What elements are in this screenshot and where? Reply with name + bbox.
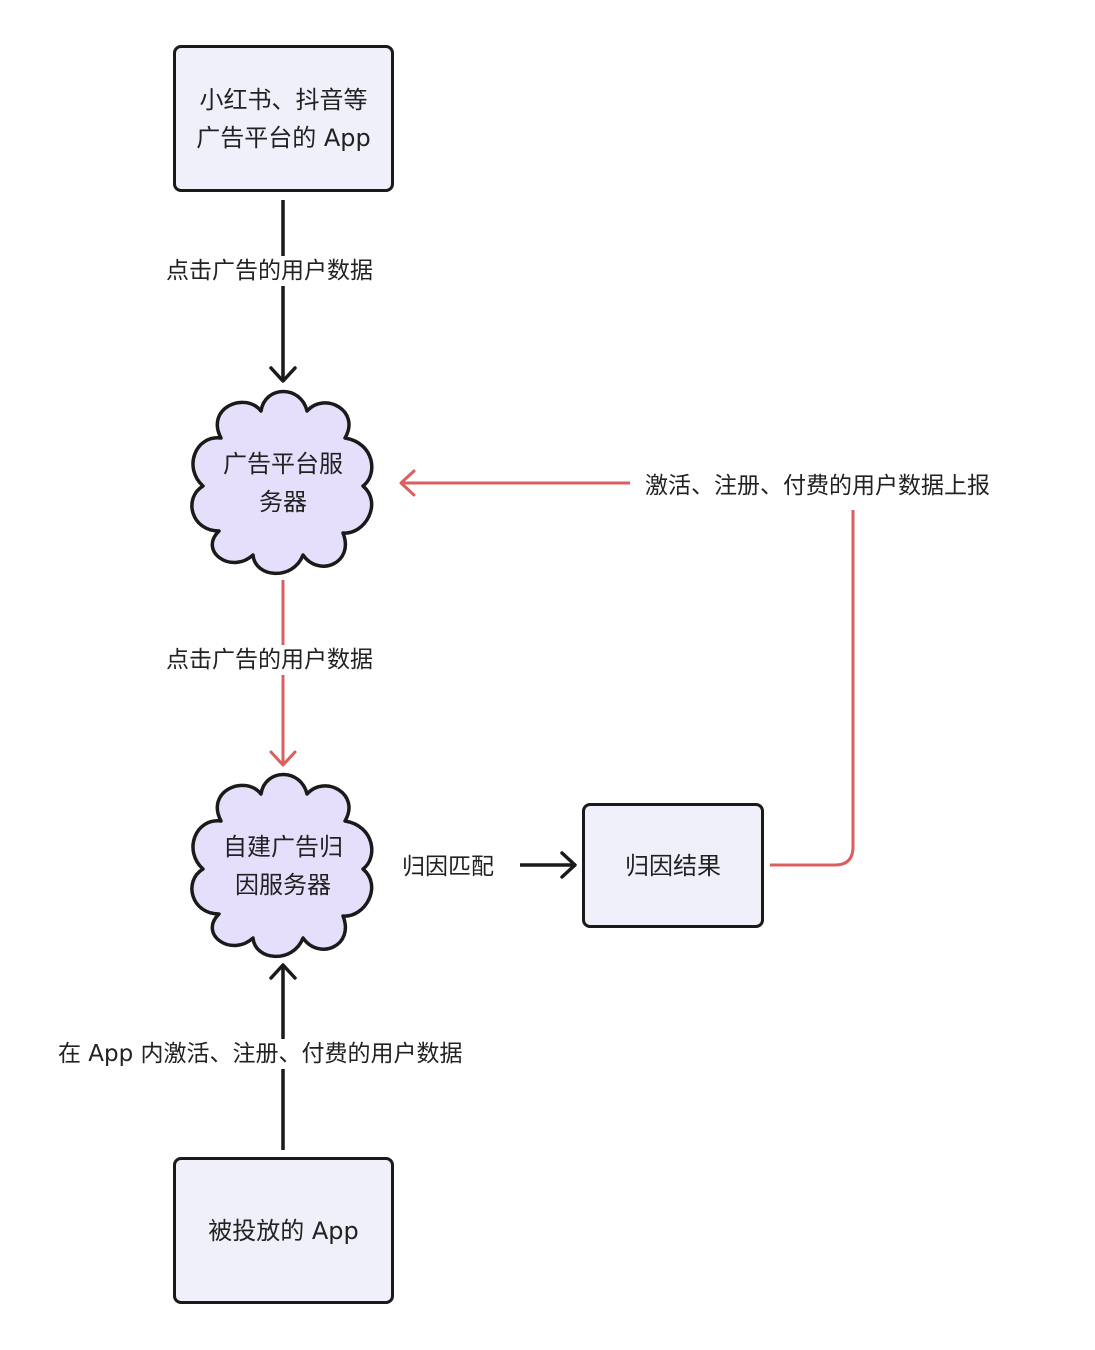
node-attribution-server-line2: 因服务器: [235, 871, 331, 899]
edge-label-app-to-platform: 点击广告的用户数据: [166, 256, 373, 286]
node-attribution-result-label: 归因结果: [625, 851, 721, 880]
node-ad-platform-server-line2: 务器: [259, 488, 307, 516]
node-promoted-app-label: 被投放的 App: [208, 1216, 359, 1245]
node-ad-platform-app-line2: 广告平台的 App: [196, 123, 371, 152]
cloud-ad-platform-server: [190, 389, 374, 576]
edge-label-attribution-to-result: 归因匹配: [402, 852, 494, 882]
node-attribution-server-label: 自建广告归 因服务器: [193, 828, 373, 904]
node-ad-platform-server-label: 广告平台服 务器: [193, 445, 373, 521]
arrowhead-down: [269, 366, 297, 383]
edge-result-to-platform: [399, 469, 855, 867]
node-attribution-result: 归因结果: [582, 803, 764, 928]
arrowhead-down: [269, 750, 297, 767]
node-ad-platform-server-line1: 广告平台服: [223, 450, 343, 478]
node-ad-platform-app-line1: 小红书、抖音等: [199, 85, 368, 114]
node-attribution-server-line1: 自建广告归: [223, 833, 343, 861]
arrowhead-left: [399, 469, 416, 497]
edge-label-result-to-platform: 激活、注册、付费的用户数据上报: [645, 471, 990, 501]
node-ad-platform-app-text: 小红书、抖音等 广告平台的 App: [196, 81, 371, 157]
arrowhead-right: [560, 851, 577, 879]
node-promoted-app: 被投放的 App: [173, 1157, 394, 1304]
edge-app-to-platform: [269, 200, 297, 383]
node-ad-platform-app: 小红书、抖音等 广告平台的 App: [173, 45, 394, 192]
cloud-attribution-server: [190, 772, 374, 959]
arrowhead-up: [269, 963, 297, 980]
edge-label-platform-to-attribution: 点击广告的用户数据: [166, 645, 373, 675]
edge-attribution-to-result: [520, 851, 577, 879]
edge-label-promoted-to-attribution: 在 App 内激活、注册、付费的用户数据: [58, 1039, 463, 1069]
